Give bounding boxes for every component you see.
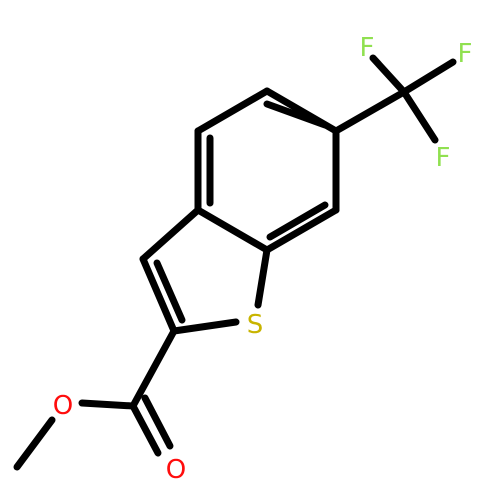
atom-o-ether: O <box>53 391 73 421</box>
bond-thio-2-inner <box>153 259 186 324</box>
bond-ester-oc <box>78 399 137 410</box>
bond-cf3-ring <box>332 88 408 135</box>
bond-thio-1 <box>139 206 202 263</box>
atom-o-carbonyl: O <box>166 455 186 485</box>
atom-f2: F <box>458 39 473 69</box>
bond-methyl <box>13 416 56 471</box>
atom-f3: F <box>436 143 451 173</box>
bond-thio-2 <box>139 255 178 335</box>
bond-ring-1-inner <box>263 100 329 129</box>
bond-ring-5 <box>263 206 340 254</box>
bond-thio-4 <box>254 246 271 309</box>
bond-ring-4 <box>194 206 271 254</box>
bond-ester-co-2 <box>141 394 174 450</box>
bond-cf3-f2 <box>400 58 457 96</box>
bond-cf3-f1 <box>369 54 408 96</box>
atom-s1: S <box>247 310 264 340</box>
bond-thio-3 <box>170 318 240 335</box>
atom-f1: F <box>360 33 375 63</box>
bond-ester-co-1 <box>129 402 162 457</box>
bond-ring-5-inner <box>266 201 329 241</box>
bond-ester-c <box>129 327 178 410</box>
bond-ring-2 <box>194 87 271 135</box>
bond-cf3-f3 <box>400 88 439 144</box>
